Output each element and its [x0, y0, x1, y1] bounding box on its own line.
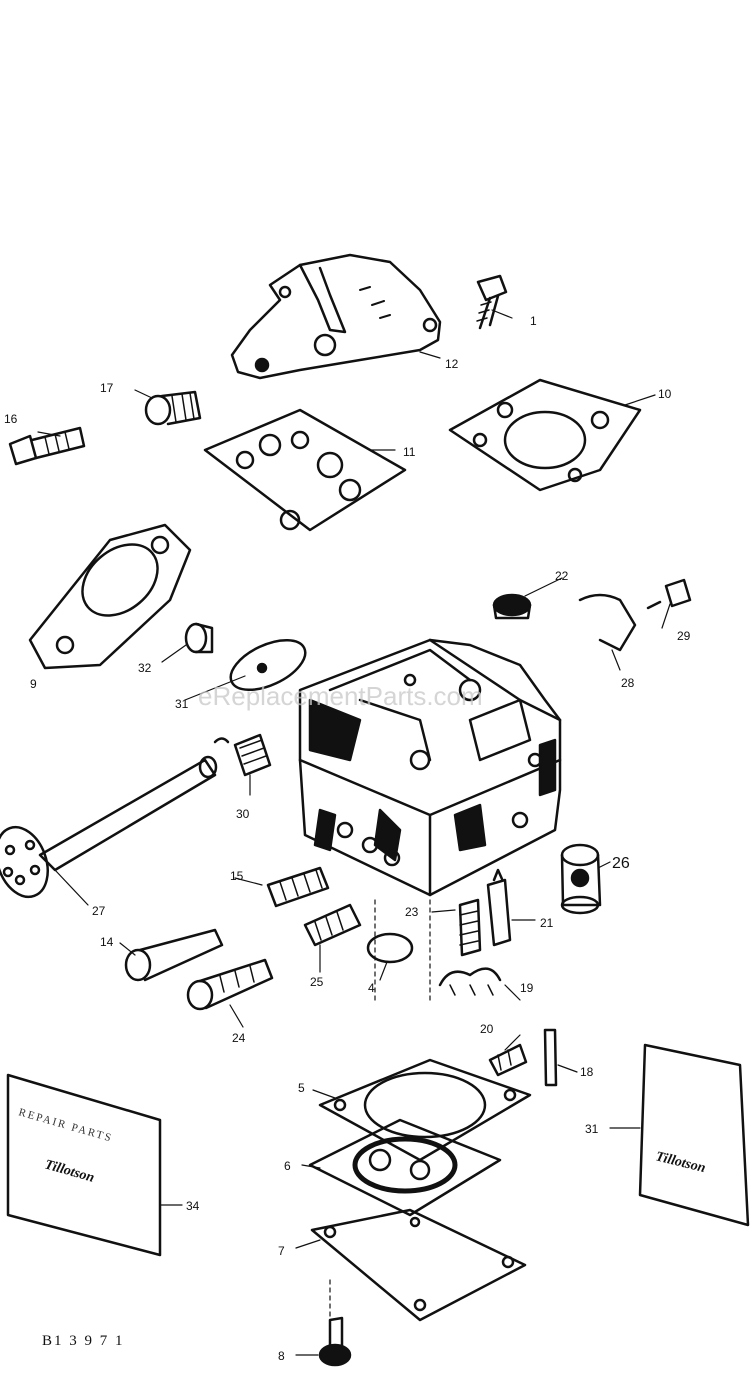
callout-30: 30	[236, 807, 250, 821]
card-right-logo: Tillotson	[654, 1149, 707, 1176]
callout-8: 8	[278, 1349, 285, 1363]
part-21-inlet-needle	[486, 868, 512, 947]
callout-9: 9	[30, 677, 37, 691]
part-1-screw	[476, 274, 508, 330]
callout-24: 24	[232, 1031, 246, 1045]
callout-31a: 31	[175, 697, 189, 711]
card-left-title: REPAIR PARTS	[17, 1106, 114, 1144]
callout-25: 25	[310, 975, 324, 989]
callout-22: 22	[555, 569, 569, 583]
part-6-diaphragm	[308, 1118, 502, 1217]
callout-14: 14	[100, 935, 114, 949]
callout-31b: 31	[585, 1122, 599, 1136]
part-23-spring	[458, 898, 482, 957]
repair-parts-card-left	[6, 1073, 162, 1257]
part-29-screw	[646, 578, 692, 610]
callout-32: 32	[138, 661, 152, 675]
repair-parts-card-right	[638, 1043, 750, 1227]
part-11-gasket	[203, 408, 407, 532]
part-26-plug	[560, 843, 602, 915]
part-14-screw	[124, 928, 224, 982]
part-8-screw	[318, 1316, 352, 1367]
callout-20: 20	[480, 1022, 494, 1036]
part-20-screw	[488, 1043, 528, 1077]
callout-17: 17	[100, 381, 114, 395]
callout-16: 16	[4, 412, 18, 426]
part-7-cover	[310, 1208, 527, 1322]
callout-5: 5	[298, 1081, 305, 1095]
part-15-spring	[266, 866, 330, 908]
part-10-gasket	[448, 378, 642, 492]
part-18-pin	[543, 1028, 558, 1087]
callout-23: 23	[405, 905, 419, 919]
callout-6: 6	[284, 1159, 291, 1173]
callout-7: 7	[278, 1244, 285, 1258]
callout-15: 15	[230, 869, 244, 883]
part-27-throttle-shaft	[0, 755, 218, 899]
part-30-lever-spring	[213, 733, 272, 777]
part-28-bracket	[578, 593, 637, 652]
part-32-plug	[184, 622, 214, 654]
callout-34: 34	[186, 1199, 200, 1213]
watermark-text: eReplacementParts.com	[198, 681, 483, 711]
part-12-pump-cover	[230, 253, 442, 380]
part-4-disk	[366, 932, 414, 964]
callout-4: 4	[368, 981, 375, 995]
callout-21: 21	[540, 916, 554, 930]
callout-11: 11	[403, 445, 416, 459]
callout-29: 29	[677, 629, 691, 643]
callout-10: 10	[658, 387, 672, 401]
part-16-screw	[8, 426, 86, 466]
callout-18: 18	[580, 1065, 594, 1079]
part-25-spring	[303, 903, 362, 947]
card-left-logo: Tillotson	[43, 1157, 96, 1185]
callout-19: 19	[520, 981, 534, 995]
callout-27: 27	[92, 904, 106, 918]
leader-lines	[37, 309, 671, 1356]
part-19-lever	[438, 967, 502, 996]
callout-28: 28	[621, 676, 635, 690]
main-carburetor-body	[298, 638, 562, 897]
part-17-fitting	[144, 390, 202, 426]
callout-labels: 1 12 17 16 11 10 9 32 31 22 29 28 30 27 …	[4, 314, 691, 1363]
figure-reference-code: B1 3 9 7 1	[42, 1333, 125, 1349]
part-22-cap	[492, 593, 532, 620]
callout-26: 26	[612, 855, 630, 872]
callout-1: 1	[530, 314, 537, 328]
part-9-diaphragm-gasket	[28, 523, 192, 670]
part-24-screw	[186, 958, 274, 1011]
callout-12: 12	[445, 357, 459, 371]
